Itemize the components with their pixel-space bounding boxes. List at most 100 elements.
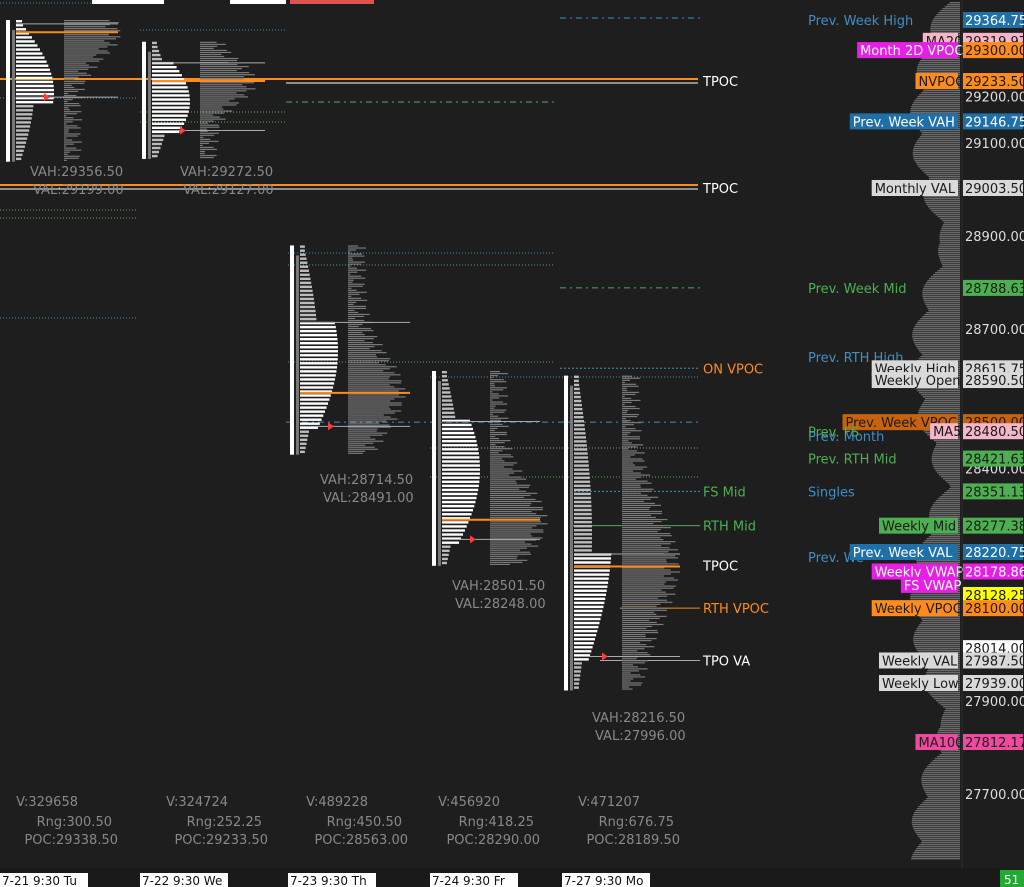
tpo-row: [442, 427, 473, 431]
volume-row: [200, 116, 220, 118]
tpo-row: [574, 520, 592, 524]
composite-row: [924, 800, 960, 802]
volume-row: [64, 84, 72, 86]
composite-row: [918, 412, 960, 414]
composite-row: [937, 216, 960, 218]
volume-row: [64, 137, 67, 139]
time-tag-box: [430, 873, 518, 887]
tpo-row: [442, 411, 455, 414]
tpo-row: [16, 88, 54, 92]
composite-row: [922, 802, 960, 804]
tpo-row: [574, 629, 598, 633]
composite-row: [940, 218, 960, 220]
composite-row: [924, 398, 960, 400]
composite-row: [941, 720, 960, 722]
price-tag-box: [963, 423, 1023, 440]
volume-row: [348, 287, 352, 289]
volume-row: [490, 399, 493, 401]
composite-row: [941, 262, 960, 264]
session-range-bar: [290, 245, 294, 455]
composite-row: [939, 234, 960, 236]
composite-row: [916, 72, 960, 74]
composite-row: [930, 508, 960, 510]
volume-row: [622, 621, 657, 624]
tpo-row: [574, 585, 608, 588]
composite-row: [928, 310, 960, 312]
volume-row: [348, 438, 376, 440]
volume-row: [490, 403, 508, 405]
tpo-row: [442, 513, 472, 516]
volume-row: [490, 470, 523, 472]
volume-row: [490, 506, 544, 509]
volume-row: [490, 543, 532, 545]
price-tag-box: [963, 517, 1023, 534]
composite-row: [915, 388, 960, 390]
volume-row: [348, 372, 395, 374]
volume-row: [622, 395, 625, 398]
volume-row: [622, 526, 671, 529]
session-val-text: VAL:29199.00: [33, 183, 124, 198]
composite-row: [947, 482, 960, 484]
price-tag-text: 29146.75: [965, 115, 1024, 130]
composite-row: [916, 808, 960, 810]
composite-row: [911, 106, 960, 108]
open-marker-icon: [328, 422, 334, 431]
tpo-row: [442, 484, 479, 488]
volume-row: [490, 446, 505, 448]
tpo-row: [574, 452, 588, 455]
right-level-label: TPOC: [702, 182, 738, 197]
tpo-row: [16, 129, 30, 132]
composite-row: [913, 158, 960, 160]
tpo-row: [152, 70, 180, 73]
composite-row: [949, 2, 960, 4]
level-label-box: [879, 675, 958, 692]
volume-row: [348, 434, 383, 436]
volume-row: [622, 498, 651, 500]
price-tag-box: [963, 179, 1023, 196]
composite-row: [910, 598, 960, 600]
tpo-row: [574, 468, 590, 471]
volume-row: [200, 68, 242, 70]
tpo-row: [16, 24, 24, 27]
composite-row: [928, 692, 960, 694]
composite-row: [939, 258, 960, 260]
composite-row: [919, 136, 960, 138]
composite-row: [940, 260, 960, 262]
composite-row: [924, 790, 960, 792]
volume-row: [64, 151, 70, 153]
volume-row: [622, 468, 644, 470]
composite-row: [921, 782, 960, 784]
volume-row: [348, 261, 365, 263]
volume-row: [348, 329, 374, 332]
open-marker-icon: [180, 126, 186, 135]
composite-row: [922, 772, 960, 774]
volume-row: [348, 416, 391, 418]
tpo-row: [152, 41, 157, 45]
composite-row: [926, 204, 960, 206]
volume-row: [348, 408, 391, 410]
composite-row: [930, 28, 960, 30]
session-range-bar: [6, 20, 10, 162]
price-tag-text: 28220.75: [965, 546, 1024, 561]
composite-row: [912, 816, 960, 818]
volume-row: [348, 348, 370, 350]
volume-row: [348, 370, 384, 372]
volume-row: [490, 413, 494, 415]
composite-row: [923, 288, 960, 290]
volume-row: [622, 650, 638, 652]
tpo-row: [442, 517, 471, 520]
volume-row: [622, 539, 664, 541]
volume-row: [622, 403, 625, 406]
level-label-text: Monthly VAL: [875, 182, 956, 197]
volume-row: [490, 523, 548, 525]
volume-row: [622, 470, 634, 472]
composite-row: [918, 410, 960, 412]
volume-row: [348, 259, 354, 261]
composite-row: [913, 828, 960, 830]
top-tag-white: [92, 0, 164, 4]
composite-row: [934, 16, 960, 18]
composite-row: [942, 264, 960, 266]
volume-row: [622, 573, 671, 575]
composite-row: [912, 854, 960, 856]
